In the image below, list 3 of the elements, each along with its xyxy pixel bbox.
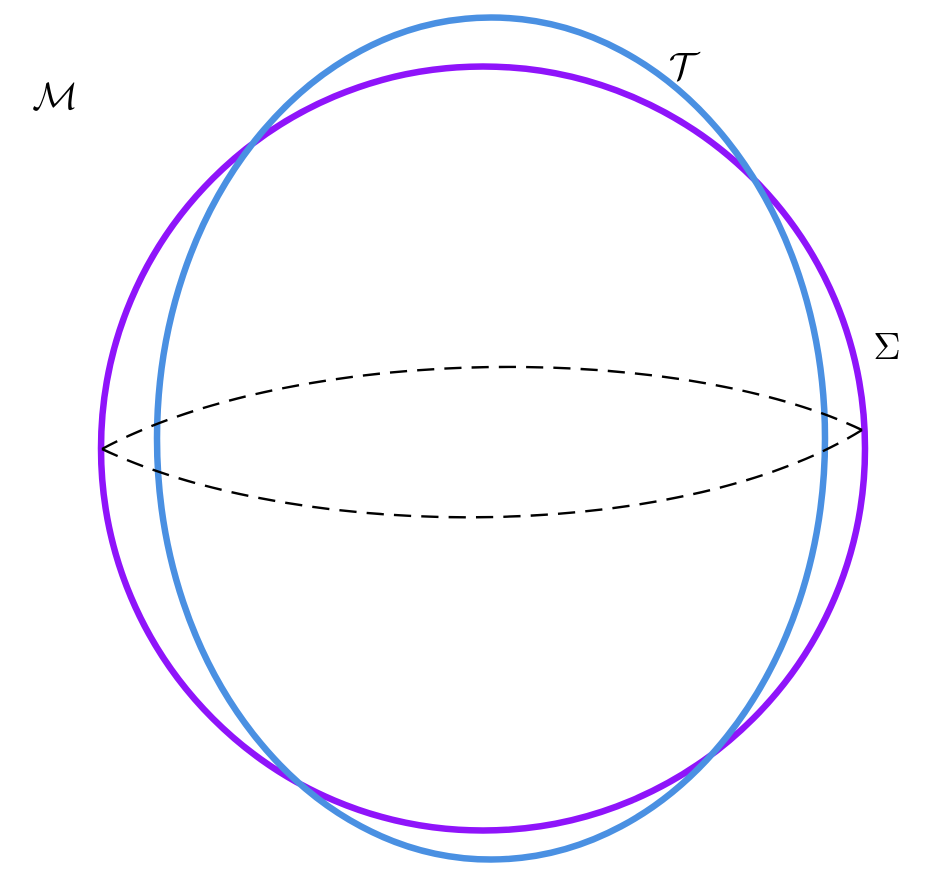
math-label: $\mathcal{M}$ xyxy=(33,82,75,111)
math-label: $\Sigma$ xyxy=(875,333,899,359)
math-label: $\mathcal{T}$ xyxy=(670,52,701,82)
